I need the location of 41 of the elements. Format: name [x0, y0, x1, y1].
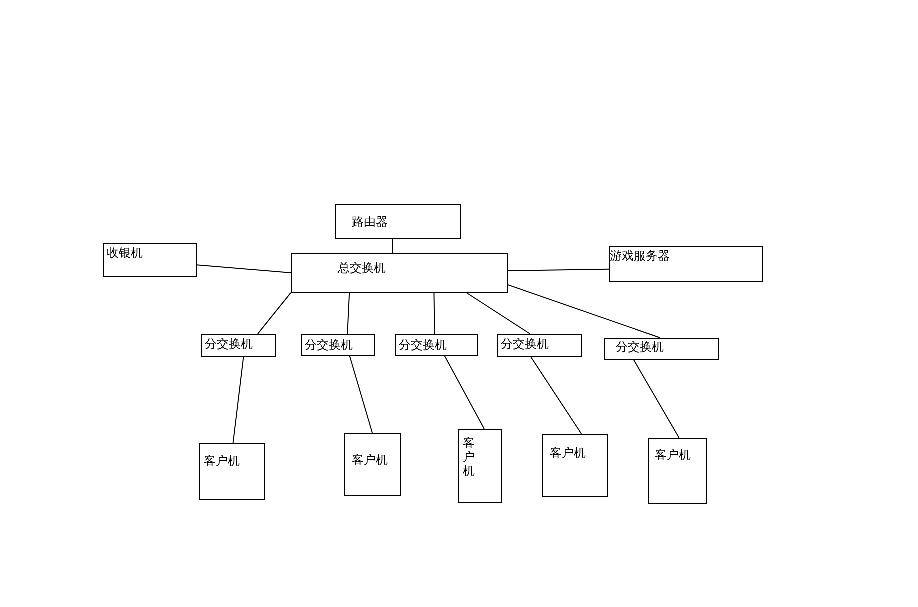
box-label: 客户机 [352, 453, 388, 467]
connector-line [508, 268, 610, 272]
box-label: 路由器 [352, 215, 388, 229]
box-label: 分交换机 [205, 337, 253, 351]
connector-line [434, 292, 436, 334]
client-box [542, 434, 608, 497]
client-box [458, 429, 502, 503]
switch-box [604, 338, 719, 360]
box-label: 游戏服务器 [610, 249, 670, 263]
switch-box [497, 334, 582, 357]
connector-line [196, 264, 292, 274]
switch-box [291, 253, 508, 293]
box-label: 分交换机 [616, 340, 664, 354]
box-label: 收银机 [107, 246, 143, 260]
box-label: 总交换机 [338, 261, 386, 275]
client-box [344, 433, 401, 496]
connector-line [633, 360, 680, 438]
cashier-box [103, 243, 197, 277]
connector-line [349, 356, 373, 434]
box-label: 客户机 [204, 454, 240, 468]
box-label: 分交换机 [305, 338, 353, 352]
client-box [199, 443, 265, 500]
connector-line [232, 356, 244, 444]
box-label: 客户机 [463, 436, 476, 478]
server-box [609, 246, 763, 282]
box-label: 分交换机 [501, 337, 549, 351]
switch-box [301, 334, 375, 356]
connector-line [347, 292, 350, 334]
connector-line [508, 284, 661, 338]
connector-line [392, 238, 394, 254]
connector-line [258, 292, 292, 334]
router-box [335, 204, 461, 239]
box-label: 客户机 [550, 446, 586, 460]
connector-line [466, 292, 531, 334]
box-label: 客户机 [655, 448, 691, 462]
switch-box [395, 334, 478, 356]
connector-line [530, 356, 582, 434]
switch-box [201, 334, 276, 357]
box-label: 分交换机 [399, 338, 447, 352]
client-box [648, 438, 707, 504]
connector-line [444, 356, 485, 430]
